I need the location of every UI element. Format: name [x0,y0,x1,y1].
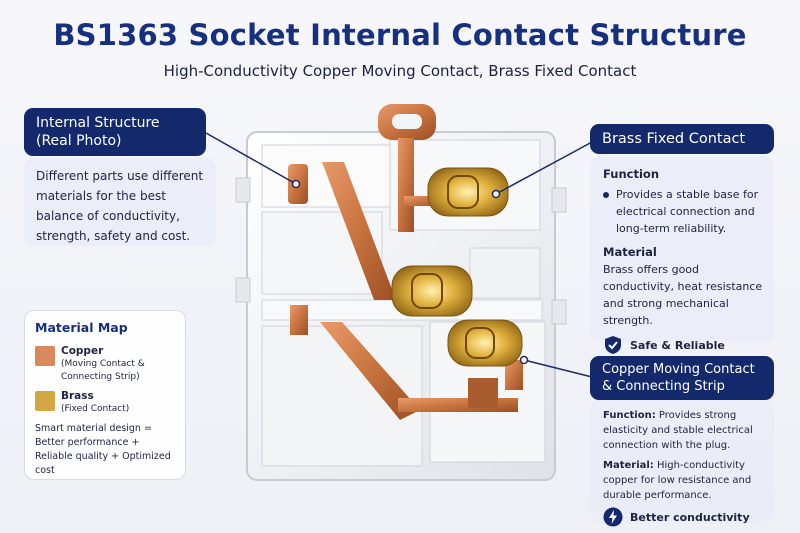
internal-structure-text: Different parts use different materials … [36,169,204,243]
brass-material-label: Material [603,245,657,259]
better-conductivity-badge: Better conductivity [603,507,764,527]
copper-contact-header: Copper Moving Contact & Connecting Strip [590,356,774,400]
footer-line-1: Smart material design = [35,423,152,434]
brass-swatch [35,391,55,411]
material-brass-row: Brass (Fixed Contact) [35,389,175,416]
copper-name: Copper [61,345,104,357]
copper-function-text: Provides strong elasticity and stable el… [603,410,753,451]
better-conductivity-text: Better conductivity [630,510,750,524]
header-line-1: Internal Structure [36,115,160,131]
copper-contact-panel: Function: Provides strong elasticity and… [590,400,774,527]
copper-material-label: Material: [603,460,654,471]
internal-structure-header: Internal Structure (Real Photo) [24,108,206,156]
copper-desc-2: Connecting Strip) [61,372,140,382]
material-copper-row: Copper (Moving Contact & Connecting Stri… [35,344,175,384]
page-title: BS1363 Socket Internal Contact Structure [53,18,747,52]
header-line-2: (Real Photo) [36,133,122,149]
brass-name: Brass [61,390,94,402]
footer-line-2: Better performance + [35,437,140,448]
bullet-dot [603,192,609,198]
shield-check-icon [605,336,621,354]
safe-reliable-badge: Safe & Reliable [603,335,764,355]
brass-desc-1: (Fixed Contact) [61,404,130,414]
copper-function-label: Function: [603,410,656,421]
material-map: Material Map Copper (Moving Contact & Co… [24,310,186,480]
brass-contact-panel: Function Provides a stable base for elec… [590,156,774,354]
brass-function-text: Provides a stable base for electrical co… [616,188,759,235]
lightning-bolt-icon [603,507,623,527]
brass-material-text: Brass offers good conductivity, heat res… [603,263,763,327]
material-map-footer: Smart material design = Better performan… [35,422,175,478]
internal-structure-panel: Different parts use different materials … [24,158,216,246]
brass-contact-header: Brass Fixed Contact [590,124,774,154]
safe-reliable-text: Safe & Reliable [630,338,725,352]
brass-function-bullet: Provides a stable base for electrical co… [603,186,764,237]
copper-header-line-2: & Connecting Strip [602,379,725,394]
material-map-title: Material Map [35,320,128,335]
brass-fixed-contacts [391,167,523,367]
copper-header-line-1: Copper Moving Contact [602,362,755,377]
copper-desc-1: (Moving Contact & [61,359,145,369]
copper-material: Material: High-conductivity copper for l… [603,458,764,503]
leader-lines [205,132,593,378]
brass-function-label: Function [603,167,660,181]
copper-function: Function: Provides strong elasticity and… [603,408,764,453]
copper-material-text: High-conductivity copper for low resista… [603,460,752,501]
copper-moving-contact [288,104,523,420]
footer-line-3: Reliable quality + Optimized cost [35,451,171,476]
copper-swatch [35,346,55,366]
page-subtitle: High-Conductivity Copper Moving Contact,… [163,62,637,80]
